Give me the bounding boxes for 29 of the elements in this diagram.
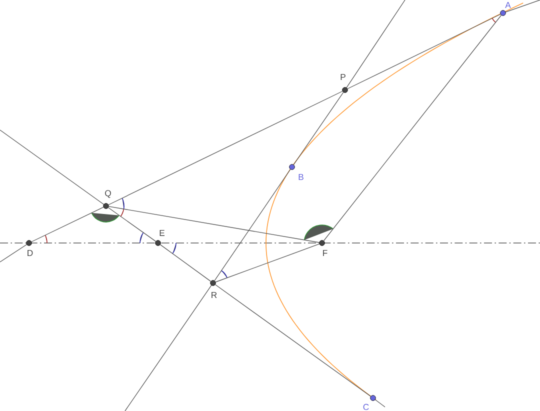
line-segment <box>293 92 344 165</box>
line-segment <box>215 284 371 397</box>
point: C <box>363 395 376 410</box>
node-label: B <box>298 174 304 180</box>
point: Q <box>103 190 111 209</box>
node-label: P <box>340 74 346 80</box>
node-label: F <box>323 250 328 256</box>
line-segment <box>108 207 156 242</box>
node-label: D <box>28 250 33 256</box>
point: P <box>340 74 348 93</box>
line-segment <box>323 14 502 242</box>
line-segment <box>347 14 501 90</box>
point: R <box>210 280 217 298</box>
node-label: E <box>160 230 165 236</box>
point: B <box>289 164 304 180</box>
line-segment <box>215 244 320 282</box>
line-segment <box>108 206 320 243</box>
point: D <box>26 240 33 256</box>
point: E <box>155 230 164 246</box>
line-segment <box>160 244 212 282</box>
node-label: R <box>212 292 217 298</box>
point: F <box>319 240 328 256</box>
node-label: C <box>363 404 369 410</box>
line-segment <box>108 90 343 206</box>
point: A <box>500 2 511 16</box>
line-segment <box>214 169 291 281</box>
node-label: A <box>505 2 511 8</box>
node-label: Q <box>105 190 111 198</box>
line-segment <box>31 206 104 242</box>
